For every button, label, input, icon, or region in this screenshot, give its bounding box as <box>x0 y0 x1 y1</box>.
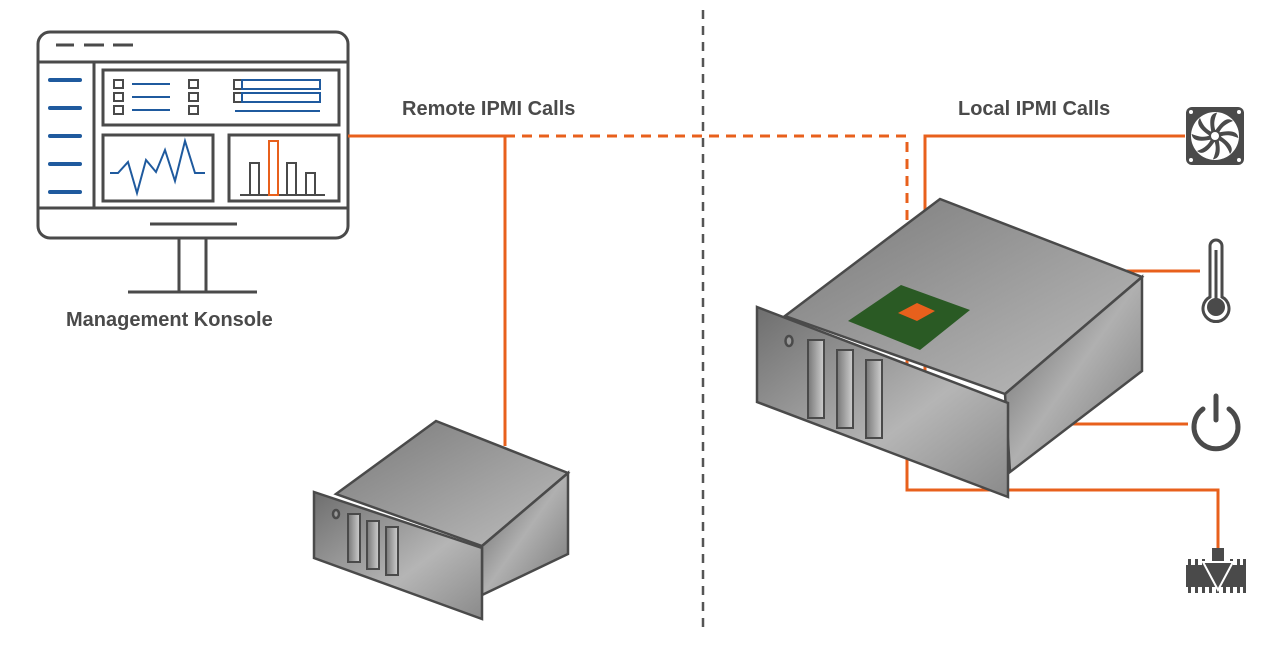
console-label: Management Konsole <box>66 309 273 331</box>
power-icon[interactable] <box>1191 393 1241 452</box>
fan-icon[interactable] <box>1186 107 1244 165</box>
thermometer-icon[interactable] <box>1201 238 1231 324</box>
chip-download-icon[interactable] <box>1186 548 1246 593</box>
remote-calls-label: Remote IPMI Calls <box>402 98 576 120</box>
management-console-icon[interactable] <box>36 30 350 294</box>
remote-server-icon[interactable] <box>312 419 571 621</box>
bmc-chip-icon[interactable] <box>898 303 935 321</box>
local-calls-label: Local IPMI Calls <box>958 98 1111 120</box>
local-server-icon[interactable] <box>755 197 1145 499</box>
